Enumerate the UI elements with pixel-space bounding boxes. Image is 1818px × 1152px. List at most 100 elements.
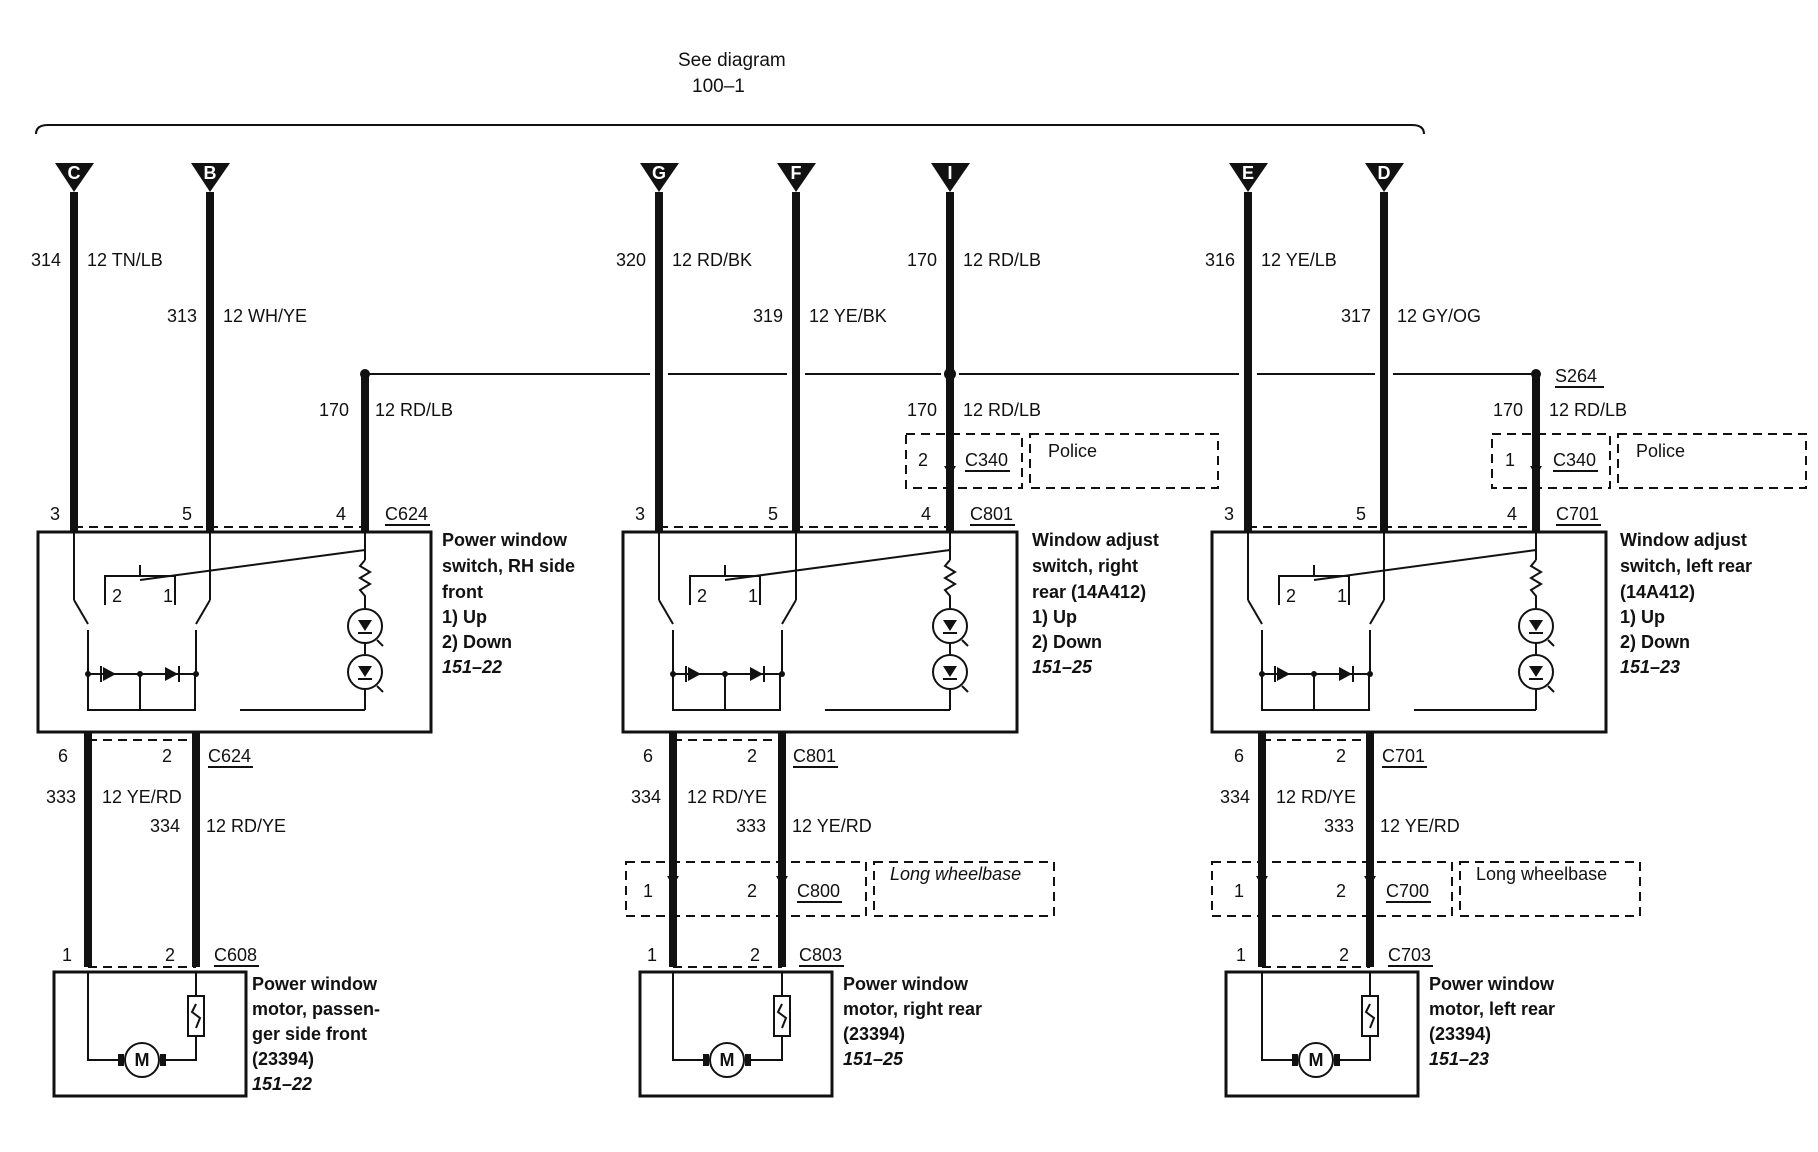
- police-connector-right: [1491, 433, 1611, 489]
- svg-text:Power window: Power window: [442, 530, 568, 550]
- right-group: 316 12 YE/LB 317 12 GY/OG 170 12 RD/LB 1…: [1205, 192, 1807, 1098]
- svg-text:front: front: [442, 582, 483, 602]
- svg-text:151–22: 151–22: [442, 657, 502, 677]
- svg-text:C701: C701: [1556, 504, 1599, 524]
- svg-text:Power window: Power window: [1429, 974, 1555, 994]
- svg-text:Police: Police: [1636, 441, 1685, 461]
- svg-text:5: 5: [182, 504, 192, 524]
- svg-text:170: 170: [907, 400, 937, 420]
- svg-text:333: 333: [736, 816, 766, 836]
- svg-text:Window adjust: Window adjust: [1620, 530, 1747, 550]
- svg-text:2: 2: [1336, 746, 1346, 766]
- svg-text:ger side front: ger side front: [252, 1024, 367, 1044]
- svg-text:12 YE/BK: 12 YE/BK: [809, 306, 887, 326]
- svg-text:5: 5: [768, 504, 778, 524]
- svg-text:2: 2: [918, 450, 928, 470]
- svg-text:1: 1: [62, 945, 72, 965]
- svg-text:4: 4: [336, 504, 346, 524]
- svg-text:Power window: Power window: [252, 974, 378, 994]
- svg-text:C803: C803: [799, 945, 842, 965]
- svg-text:320: 320: [616, 250, 646, 270]
- window-adjust-switch-left-rear: [1210, 530, 1608, 734]
- svg-text:switch, right: switch, right: [1032, 556, 1138, 576]
- connector-c: C: [55, 163, 94, 192]
- svg-text:12 YE/RD: 12 YE/RD: [792, 816, 872, 836]
- connector-f: F: [777, 163, 816, 192]
- svg-text:12 WH/YE: 12 WH/YE: [223, 306, 307, 326]
- connector-d: D: [1365, 163, 1404, 192]
- svg-text:M: M: [135, 1050, 150, 1070]
- connector-i: I: [931, 163, 970, 192]
- svg-text:12 RD/LB: 12 RD/LB: [375, 400, 453, 420]
- svg-text:6: 6: [58, 746, 68, 766]
- svg-text:1: 1: [643, 881, 653, 901]
- svg-text:3: 3: [635, 504, 645, 524]
- svg-text:C801: C801: [793, 746, 836, 766]
- svg-text:Police: Police: [1048, 441, 1097, 461]
- svg-text:C800: C800: [797, 881, 840, 901]
- power-window-motor-right-rear: [638, 970, 834, 1098]
- svg-text:1: 1: [1505, 450, 1515, 470]
- svg-text:6: 6: [1234, 746, 1244, 766]
- svg-text:2) Down: 2) Down: [1032, 632, 1102, 652]
- svg-text:2: 2: [747, 746, 757, 766]
- police-connector-mid: [905, 433, 1023, 489]
- feed-line-170: [360, 368, 1541, 380]
- svg-text:(14A412): (14A412): [1620, 582, 1695, 602]
- svg-text:3: 3: [50, 504, 60, 524]
- svg-text:motor, right rear: motor, right rear: [843, 999, 982, 1019]
- svg-text:1) Up: 1) Up: [1032, 607, 1077, 627]
- svg-text:170: 170: [319, 400, 349, 420]
- svg-text:334: 334: [1220, 787, 1250, 807]
- svg-text:(23394): (23394): [252, 1049, 314, 1069]
- svg-text:M: M: [720, 1050, 735, 1070]
- svg-text:1: 1: [1337, 586, 1347, 606]
- svg-text:C340: C340: [1553, 450, 1596, 470]
- svg-text:rear (14A412): rear (14A412): [1032, 582, 1146, 602]
- svg-text:333: 333: [1324, 816, 1354, 836]
- svg-text:12 YE/LB: 12 YE/LB: [1261, 250, 1337, 270]
- svg-text:12 RD/LB: 12 RD/LB: [1549, 400, 1627, 420]
- long-wheelbase-connector-mid: [625, 861, 867, 917]
- svg-text:319: 319: [753, 306, 783, 326]
- svg-text:12 GY/OG: 12 GY/OG: [1397, 306, 1481, 326]
- svg-text:Window adjust: Window adjust: [1032, 530, 1159, 550]
- svg-text:334: 334: [631, 787, 661, 807]
- svg-text:12 RD/LB: 12 RD/LB: [963, 400, 1041, 420]
- svg-text:170: 170: [907, 250, 937, 270]
- svg-text:151–23: 151–23: [1620, 657, 1680, 677]
- svg-text:2: 2: [750, 945, 760, 965]
- svg-text:Long wheelbase: Long wheelbase: [890, 864, 1021, 884]
- header-see-diagram: See diagram: [678, 50, 786, 71]
- svg-text:2) Down: 2) Down: [442, 632, 512, 652]
- svg-text:motor, passen-: motor, passen-: [252, 999, 380, 1019]
- svg-text:C: C: [68, 163, 81, 183]
- svg-text:6: 6: [643, 746, 653, 766]
- svg-text:G: G: [652, 163, 666, 183]
- svg-text:Power window: Power window: [843, 974, 969, 994]
- svg-text:F: F: [791, 163, 802, 183]
- svg-text:12 RD/BK: 12 RD/BK: [672, 250, 752, 270]
- svg-text:333: 333: [46, 787, 76, 807]
- svg-text:2: 2: [162, 746, 172, 766]
- svg-text:C801: C801: [970, 504, 1013, 524]
- svg-text:12 RD/YE: 12 RD/YE: [1276, 787, 1356, 807]
- svg-text:(23394): (23394): [843, 1024, 905, 1044]
- svg-text:2: 2: [1286, 586, 1296, 606]
- svg-text:313: 313: [167, 306, 197, 326]
- svg-text:C701: C701: [1382, 746, 1425, 766]
- svg-text:316: 316: [1205, 250, 1235, 270]
- svg-text:C340: C340: [965, 450, 1008, 470]
- svg-text:1: 1: [647, 945, 657, 965]
- svg-text:I: I: [947, 163, 952, 183]
- svg-text:Long wheelbase: Long wheelbase: [1476, 864, 1607, 884]
- svg-text:1: 1: [748, 586, 758, 606]
- svg-text:(23394): (23394): [1429, 1024, 1491, 1044]
- svg-text:2: 2: [112, 586, 122, 606]
- svg-text:151–25: 151–25: [843, 1049, 904, 1069]
- svg-text:12 RD/YE: 12 RD/YE: [206, 816, 286, 836]
- svg-text:5: 5: [1356, 504, 1366, 524]
- svg-text:1) Up: 1) Up: [1620, 607, 1665, 627]
- svg-text:1: 1: [1234, 881, 1244, 901]
